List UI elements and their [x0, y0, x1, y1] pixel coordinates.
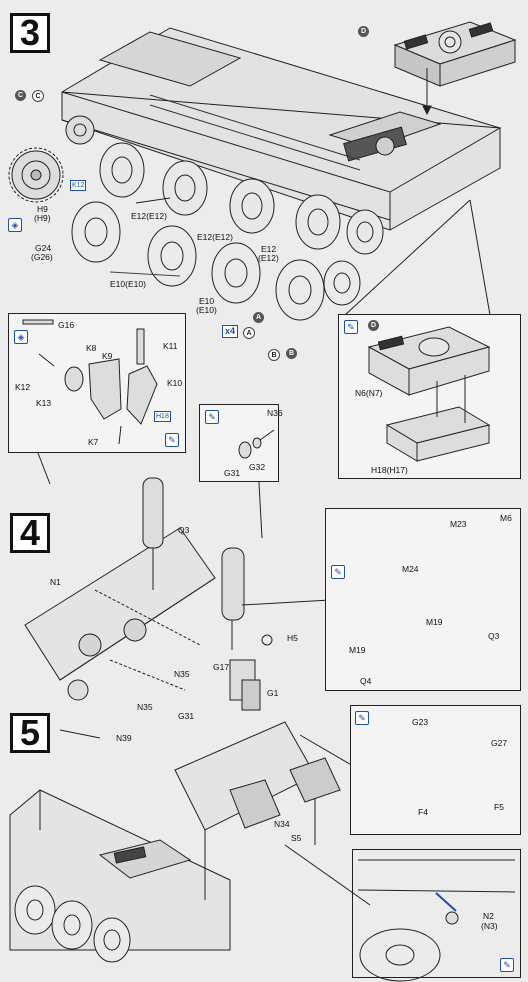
- hull-side-detail: [357, 859, 516, 982]
- label-k12: K12: [15, 382, 31, 392]
- hull-rear-plate: [24, 527, 216, 701]
- tag-k12: K12: [70, 180, 87, 191]
- glue-icon: ◈: [8, 218, 22, 232]
- hull-rear-view: [9, 789, 231, 963]
- paint-brush-icon: ✎: [344, 320, 358, 334]
- label-k13: K13: [36, 398, 52, 408]
- label-h5: H5: [287, 633, 298, 643]
- hull-top-assembly: [61, 27, 502, 231]
- label-n35-b: N35: [137, 702, 153, 712]
- engine-deck-drawing: [367, 326, 491, 462]
- label-m23: M23: [450, 519, 467, 529]
- marker-a: A: [253, 312, 264, 323]
- quantity-x4: x4: [222, 325, 239, 338]
- label-k7: K7: [88, 437, 99, 447]
- label-h9-paren: (H9): [34, 213, 51, 223]
- label-g23: G23: [412, 717, 429, 727]
- label-g24: G24: [35, 243, 52, 253]
- label-k9: K9: [102, 351, 113, 361]
- inset-hull-side: [352, 849, 521, 978]
- label-m19-a: M19: [426, 617, 443, 627]
- label-h18: H18(H17): [371, 465, 408, 475]
- paint-brush-icon: ✎: [331, 565, 345, 579]
- inset-exhaust-detail: [325, 508, 521, 691]
- label-m19-b: M19: [349, 645, 366, 655]
- tow-bracket: [229, 634, 273, 711]
- label-g32: G32: [249, 462, 266, 472]
- label-g27: G27: [491, 738, 508, 748]
- marker-a-paren: A: [243, 327, 255, 339]
- label-g31-b: G31: [178, 711, 195, 721]
- marker-c: C: [15, 90, 26, 101]
- label-e12-c: E12: [261, 244, 277, 254]
- label-n39: N39: [116, 733, 132, 743]
- inset-idler-assembly: [8, 313, 186, 453]
- road-wheels-lower: [71, 201, 361, 321]
- label-g31-a: G31: [224, 468, 241, 478]
- label-m24: M24: [402, 564, 419, 574]
- marker-b: B: [286, 348, 297, 359]
- exhaust-pipes: [142, 477, 245, 650]
- marker-d-inset: D: [368, 320, 379, 331]
- step-number-4: 4: [10, 512, 50, 553]
- label-s5: S5: [291, 833, 302, 843]
- label-k8: K8: [86, 343, 97, 353]
- label-k10: K10: [167, 378, 183, 388]
- engine-deck-part-d: [393, 21, 517, 116]
- label-f4: F4: [418, 807, 428, 817]
- road-wheels-upper: [99, 142, 384, 255]
- label-n3: (N3): [481, 921, 498, 931]
- paint-brush-icon: ✎: [355, 711, 369, 725]
- paint-brush-icon: ✎: [500, 958, 514, 972]
- cement-icon: ◈: [14, 330, 28, 344]
- label-k11: K11: [163, 341, 178, 351]
- label-e10-a: E10(E10): [110, 279, 146, 289]
- label-q4: Q4: [360, 676, 372, 686]
- label-e10-b: E10: [199, 296, 215, 306]
- label-n1: N1: [50, 577, 61, 587]
- drive-sprocket: [8, 115, 95, 203]
- label-n2: N2: [483, 911, 494, 921]
- label-f5: F5: [494, 802, 504, 812]
- label-m6: M6: [500, 513, 512, 523]
- label-n35-a: N35: [174, 669, 190, 679]
- paint-brush-icon: ✎: [165, 433, 179, 447]
- step-number-3: 3: [10, 12, 50, 53]
- label-h9: H9: [37, 204, 48, 214]
- label-g16: G16: [58, 320, 75, 330]
- tag-h18: H18: [154, 411, 171, 422]
- inset-engine-deck: [338, 314, 521, 479]
- label-n6: N6(N7): [355, 388, 383, 398]
- rear-plate-step5: [174, 721, 341, 900]
- idler-parts-drawing: [22, 319, 158, 445]
- label-g26: (G26): [31, 252, 53, 262]
- label-q3-a: Q3: [178, 525, 190, 535]
- label-g1: G1: [267, 688, 279, 698]
- label-g17: G17: [213, 662, 230, 672]
- label-e12-a: E12(E12): [131, 211, 167, 221]
- marker-c-paren: C: [32, 90, 44, 102]
- marker-d-top: D: [358, 26, 369, 37]
- label-e12-b: E12(E12): [197, 232, 233, 242]
- inset-stowage-boxes: [350, 705, 521, 835]
- step-number-5: 5: [10, 712, 50, 753]
- label-n34: N34: [274, 819, 290, 829]
- marker-b-paren: B: [268, 349, 280, 361]
- label-q3-b: Q3: [488, 631, 500, 641]
- label-e12-c-paren: (E12): [258, 253, 279, 263]
- label-e10-b-paren: (E10): [196, 305, 217, 315]
- flange-drawing: [238, 429, 275, 459]
- label-n36: N36: [267, 408, 283, 418]
- paint-brush-icon: ✎: [205, 410, 219, 424]
